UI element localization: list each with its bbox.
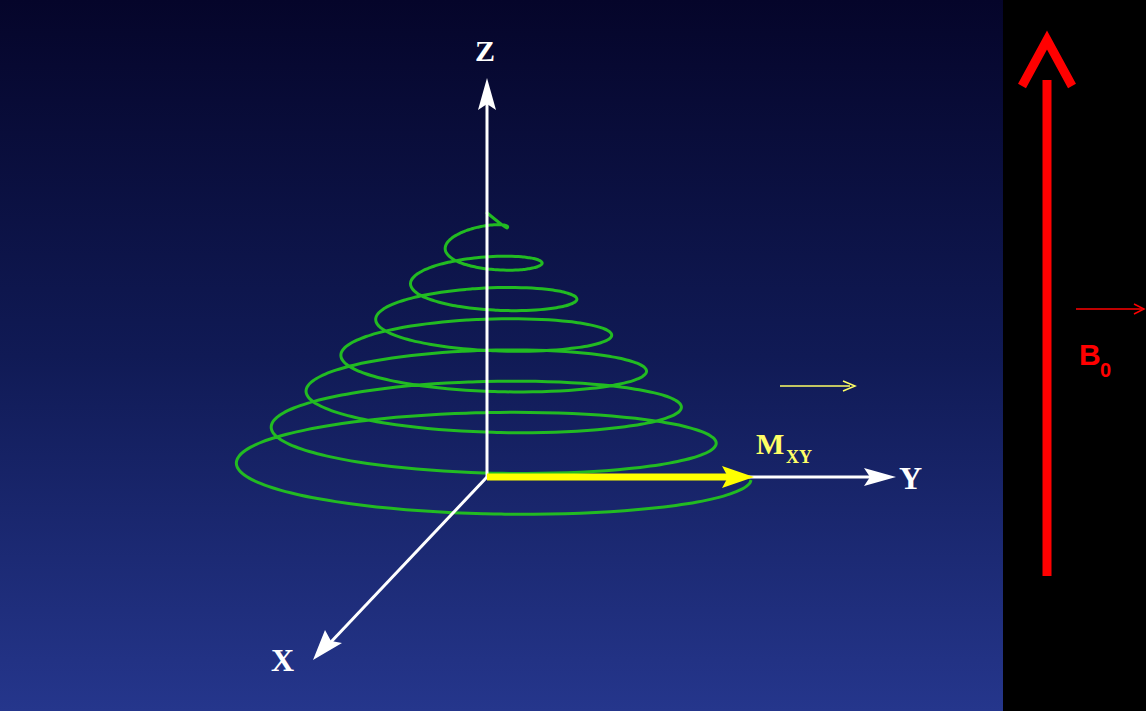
- blue-panel: [0, 0, 1003, 711]
- axis-label: X: [271, 644, 294, 676]
- z-axis-head: [478, 78, 496, 110]
- magnetisation-vector-head: [722, 466, 754, 488]
- field-subscript: 0: [1100, 360, 1111, 380]
- field-arrow-head: [1022, 40, 1072, 86]
- vector-mark: [780, 385, 850, 387]
- vector-mark-head: [1134, 304, 1144, 314]
- axis-label: Y: [899, 462, 922, 494]
- y-axis-head: [864, 468, 896, 486]
- field-label: B: [1079, 340, 1101, 370]
- field-arrow: [1043, 80, 1052, 576]
- vector-label: M: [756, 429, 784, 459]
- vector-mark-head: [843, 381, 855, 391]
- z-axis: [486, 100, 489, 477]
- x-axis: [330, 477, 487, 643]
- precession-spiral: [236, 212, 751, 514]
- vector-subscript: XY: [786, 448, 812, 466]
- vector-mark: [1076, 308, 1142, 310]
- y-axis: [487, 476, 872, 479]
- x-axis-head: [313, 630, 342, 660]
- axis-label: Z: [475, 36, 495, 66]
- magnetisation-vector: [487, 474, 728, 481]
